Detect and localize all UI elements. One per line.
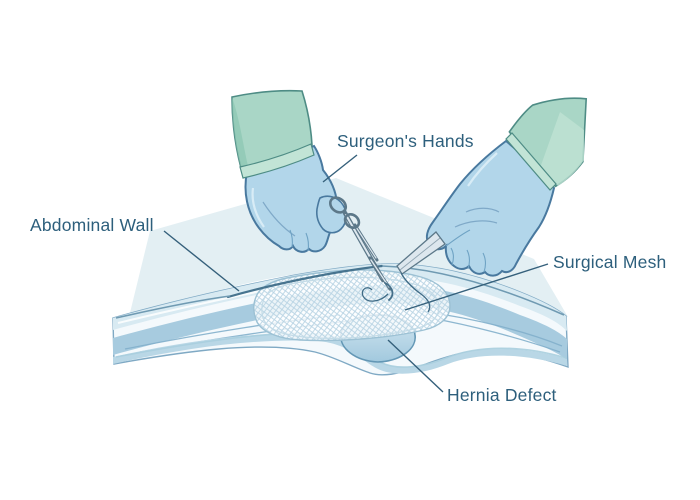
label-surgeons-hands: Surgeon's Hands [337,131,474,151]
leader-line-hernia-defect [387,339,444,393]
muscle-layer [113,284,567,360]
needle-holder [328,196,394,301]
label-surgical-mesh: Surgical Mesh [553,252,667,272]
skin-layer [113,263,567,331]
deep-fascia-layer [113,333,567,374]
suture-thread [361,272,431,313]
leader-line-surgical-mesh [404,263,549,311]
label-abdominal-wall: Abdominal Wall [30,215,154,235]
leader-line-surgeons-hands [322,154,358,183]
right-surgeon-hand [425,97,588,277]
label-hernia-defect: Hernia Defect [447,385,557,405]
surgical-mesh-patch [253,269,451,342]
right-cuff [505,97,588,191]
wall-top-edge [226,264,384,299]
left-surgeon-hand [231,89,347,253]
left-glove [244,144,339,253]
left-cuff [231,89,315,179]
suture-needle [384,282,394,301]
surgical-field-drape [127,178,568,325]
leader-line-abdominal-wall [163,230,240,292]
left-thumb [315,195,347,234]
